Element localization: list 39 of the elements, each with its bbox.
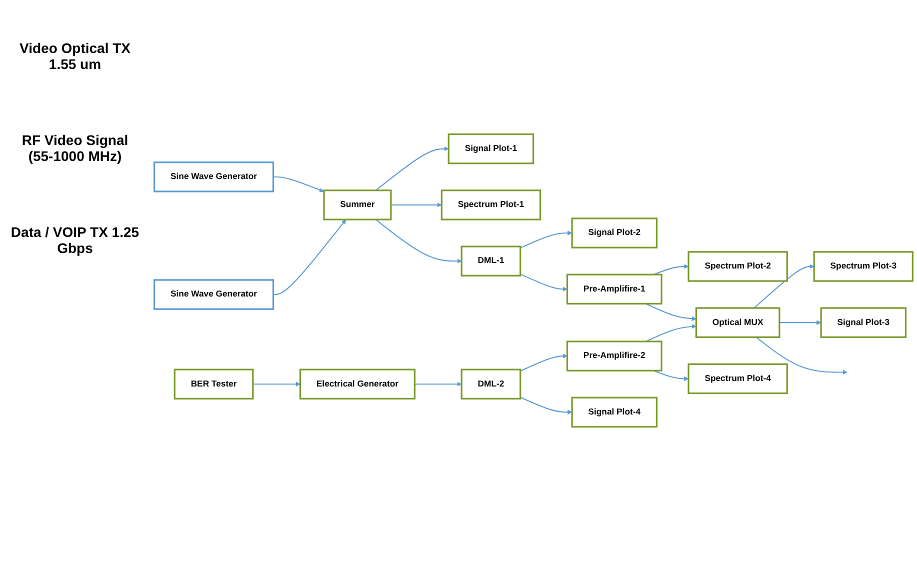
node-box: Spectrum Plot-1 (440, 190, 542, 220)
arrow (273, 219, 346, 296)
node-box: BER Tester (174, 368, 254, 400)
node-box: Signal Plot-2 (571, 218, 658, 248)
arrow (520, 354, 568, 372)
section-label: Data / VOIP TX 1.25 Gbps (10, 224, 140, 256)
node-box: Spectrum Plot-2 (688, 251, 788, 282)
section-label: RF Video Signal (55-1000 MHz) (20, 132, 130, 164)
node-box: Sine Wave Generator (154, 279, 274, 310)
arrow (520, 396, 572, 415)
arrow (646, 324, 696, 342)
node-box: Sine Wave Generator (154, 162, 274, 192)
arrow (756, 336, 848, 375)
node-box: Electrical Generator (299, 368, 416, 400)
arrow (273, 176, 324, 192)
node-box: Signal Plot-4 (571, 396, 658, 428)
arrow (646, 303, 696, 322)
arrow (754, 264, 814, 308)
arrow (252, 382, 300, 386)
node-box: Signal Plot-1 (448, 133, 534, 164)
node-box: Summer (323, 190, 392, 220)
node-box: Spectrum Plot-4 (688, 363, 788, 394)
node-box: Pre-Amplifire-2 (566, 340, 662, 372)
arrow (375, 146, 449, 191)
section-label: Video Optical TX 1.55 um (18, 40, 132, 72)
node-box: Pre-Amplifire-1 (566, 274, 662, 305)
arrow (520, 230, 572, 248)
arrow (520, 274, 568, 292)
arrow (779, 320, 822, 325)
node-box: Signal Plot-3 (820, 307, 907, 338)
arrow (653, 264, 689, 276)
arrow (653, 370, 689, 382)
arrow (414, 382, 462, 386)
node-box: DML-1 (460, 246, 522, 276)
node-box: Optical MUX (695, 307, 780, 338)
arrow (390, 202, 442, 208)
node-box: DML-2 (460, 368, 522, 400)
arrow (375, 219, 462, 264)
node-box: Spectrum Plot-3 (813, 251, 914, 282)
